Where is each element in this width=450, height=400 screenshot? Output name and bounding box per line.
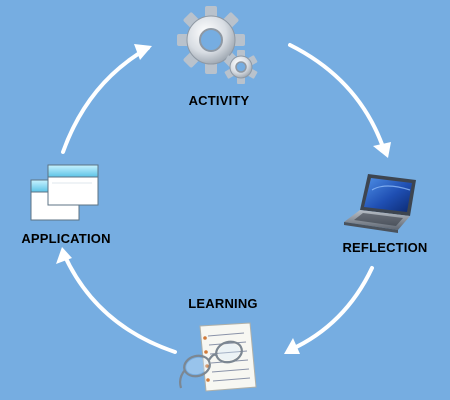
arrow-reflection-to-learning (288, 266, 374, 352)
laptop-icon (344, 174, 416, 233)
arrow-activity-to-reflection (288, 43, 386, 152)
arrow-heads (56, 44, 391, 354)
windows-icon (30, 164, 99, 221)
gears-icon (177, 6, 258, 84)
arrowhead-left (56, 247, 72, 264)
arrow-learning-to-application (61, 250, 177, 354)
arrowhead-top-left (134, 44, 152, 60)
stage-label-learning: LEARNING (188, 296, 258, 311)
arrowhead-bottom (284, 338, 300, 354)
cycle-arrows (61, 43, 386, 354)
arrowhead-right (373, 142, 391, 158)
stage-label-reflection: REFLECTION (342, 240, 428, 255)
stage-label-activity: ACTIVITY (188, 93, 250, 108)
arrow-application-to-activity (61, 46, 150, 154)
stage-label-application: APPLICATION (21, 231, 111, 246)
notes-and-glasses-icon (179, 322, 257, 392)
